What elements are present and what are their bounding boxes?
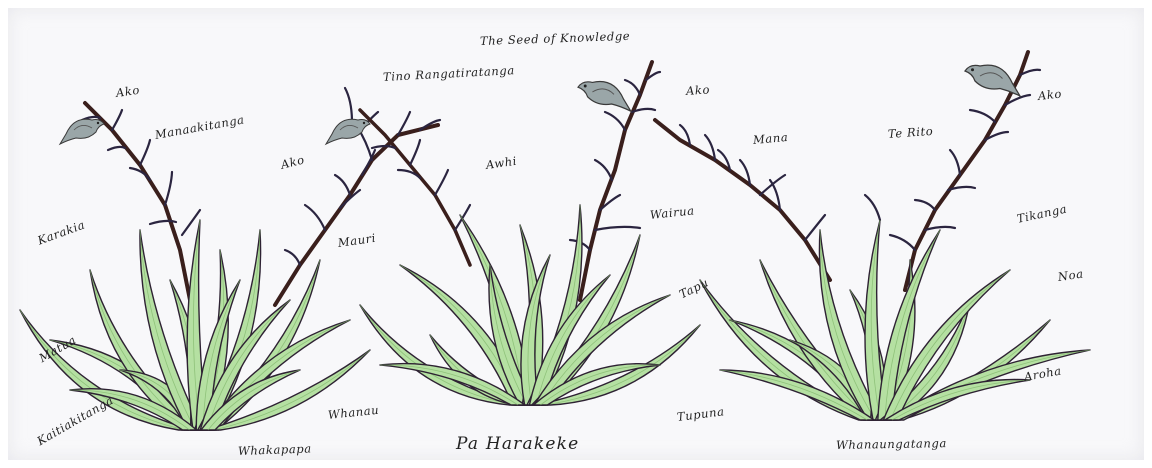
bird-icon [578,82,631,112]
stalk-twig [335,175,350,195]
flower-stalk [655,120,830,280]
stalk-twig [605,112,625,130]
stalk-twig [595,227,640,230]
bird-eye [584,85,587,88]
label-whanaungatanga: Whanaungatanga [836,436,947,452]
bird-icon [965,65,1020,96]
stalk-twig [410,140,420,165]
bird-icon [60,119,104,144]
stalk-twig [970,110,995,122]
stalk-twig [165,172,172,205]
stalk-twig [362,150,375,175]
stalk-twig [285,250,300,265]
bird-eye [363,122,365,124]
flower-stalks [82,52,1040,305]
stalk-twig [950,150,960,175]
stalk-twig [865,195,880,220]
stalk-twig [305,205,325,230]
stalk-twig [890,235,915,250]
label-whakapapa: Whakapapa [238,441,312,458]
stalk-twig [595,160,612,180]
label-pa-harakeke: Pa Harakeke [456,434,579,454]
stalk-twig [112,110,122,130]
flax-leaves [20,205,1090,430]
label-ako-3: Ako [686,82,711,98]
label-ako-4: Ako [1037,87,1062,103]
bird-eye [97,122,99,124]
stalk-twig [435,170,448,195]
stalk-twig [625,80,640,95]
stalk-twig [140,140,150,165]
stalk-twig [805,215,825,240]
stalk-twig [760,175,785,195]
stalk-twig [345,88,352,120]
bird-eye [971,68,974,71]
stalk-twig [915,200,935,210]
stalk-twig [108,147,125,150]
